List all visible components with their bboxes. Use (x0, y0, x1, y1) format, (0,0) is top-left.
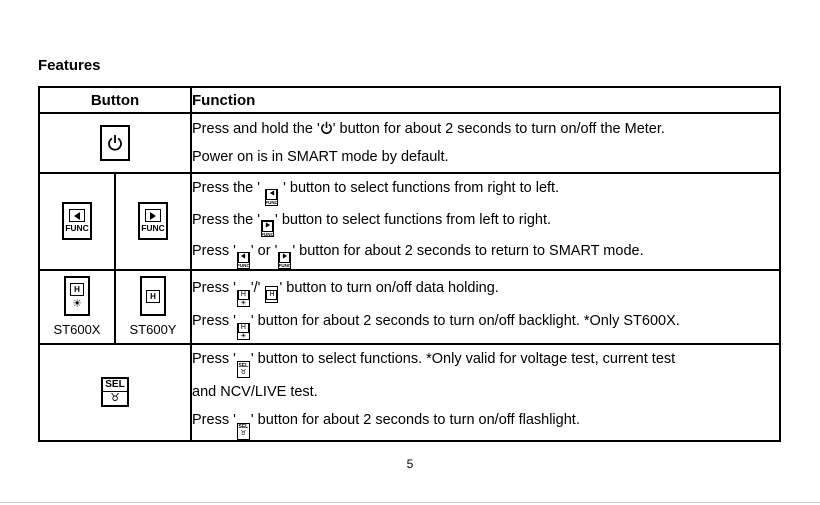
header-function: Function (190, 86, 781, 114)
table-row: SEL ♉ Press 'SEL♉' button to select func… (38, 342, 781, 442)
table-row: H ☀ ST600X H ST600Y Press 'H☀'/' H' butt… (38, 268, 781, 345)
sel-icon: SEL♉ (236, 361, 250, 378)
table-header-row: Button Function (38, 86, 781, 114)
section-title: Features (38, 57, 101, 74)
func-left-key-icon: FUNC (62, 202, 92, 241)
func-left-icon: FUNC (265, 188, 279, 206)
function-line: Press the 'FUNC' button to select functi… (192, 206, 779, 237)
model-label-x: ST600X (53, 322, 101, 337)
sel-icon: SEL♉ (236, 422, 250, 440)
function-line: Press 'SEL♉' button to select functions.… (192, 345, 779, 378)
function-text: Press ' (192, 350, 236, 367)
func-right-icon: FUNC (278, 251, 292, 269)
function-text: Press and hold the ' (192, 121, 320, 137)
button-cell: FUNC (38, 172, 116, 271)
features-table: Button Function Press and hold the ' ' bu… (38, 86, 781, 442)
function-cell: Press and hold the ' ' button for about 2… (190, 112, 781, 174)
button-cell: FUNC (114, 172, 192, 271)
header-button: Button (38, 86, 192, 114)
function-text: ' or ' (250, 243, 278, 259)
table-row: FUNC FUNC Press the ' FUNC ' button to s… (38, 172, 781, 271)
function-text: ' button to select functions from left t… (275, 211, 552, 228)
button-cell (38, 112, 192, 174)
hold-backlight-icon: H☀ (236, 289, 250, 307)
func-right-key-icon: FUNC (138, 202, 168, 241)
function-line: Power on is in SMART mode by default. (192, 143, 779, 171)
function-text: Press ' (192, 312, 236, 329)
function-text: Power on is in SMART mode by default. (192, 149, 449, 165)
button-cell: SEL ♉ (38, 342, 192, 442)
function-line: Press 'H☀' button for about 2 seconds to… (192, 307, 779, 340)
power-key-icon (100, 125, 130, 161)
sel-key-icon: SEL ♉ (101, 377, 129, 407)
function-line: Press 'H☀'/' H' button to turn on/off da… (192, 274, 779, 307)
function-cell: Press the ' FUNC ' button to select func… (190, 172, 781, 271)
function-line: and NCV/LIVE test. (192, 378, 779, 406)
hold-backlight-icon: H☀ (236, 322, 250, 340)
bottom-rule (0, 502, 820, 503)
function-text: ' button for about 2 seconds to return t… (292, 243, 644, 259)
function-text: Press ' (192, 243, 236, 259)
button-cell: H ST600Y (114, 268, 192, 345)
button-cell: H ☀ ST600X (38, 268, 116, 345)
power-icon (320, 121, 333, 137)
hold-icon: H (265, 286, 279, 303)
function-text: ' button for about 2 seconds to turn on/… (332, 121, 665, 137)
hold-backlight-key-icon: H ☀ (64, 276, 90, 316)
function-line: Press 'SEL♉' button for about 2 seconds … (192, 406, 779, 440)
function-text: ' button for about 2 seconds to turn on/… (250, 312, 680, 329)
model-label-y: ST600Y (129, 322, 177, 337)
table-row: Press and hold the ' ' button for about 2… (38, 112, 781, 174)
function-line: Press and hold the ' ' button for about 2… (192, 115, 779, 143)
function-text: Press the ' (192, 180, 265, 196)
function-cell: Press 'SEL♉' button to select functions.… (190, 342, 781, 442)
function-text: ' button for about 2 seconds to turn on/… (250, 412, 580, 428)
hold-key-icon: H (140, 276, 166, 316)
function-text: ' button to select functions from right … (279, 180, 560, 196)
function-text: Press the ' (192, 211, 261, 228)
function-text: Press ' (192, 279, 236, 296)
func-left-icon: FUNC (236, 251, 250, 269)
function-line: Press 'FUNC' or 'FUNC' button for about … (192, 237, 779, 269)
function-text: and NCV/LIVE test. (192, 384, 318, 400)
function-line: Press the ' FUNC ' button to select func… (192, 174, 779, 206)
function-text: ' button to turn on/off data holding. (279, 279, 499, 296)
function-text: Press ' (192, 412, 236, 428)
page-number: 5 (406, 457, 414, 471)
func-right-icon: FUNC (261, 220, 275, 237)
function-text: '/' (250, 279, 265, 296)
function-text: ' button to select functions. *Only vali… (250, 350, 676, 367)
function-cell: Press 'H☀'/' H' button to turn on/off da… (190, 268, 781, 345)
